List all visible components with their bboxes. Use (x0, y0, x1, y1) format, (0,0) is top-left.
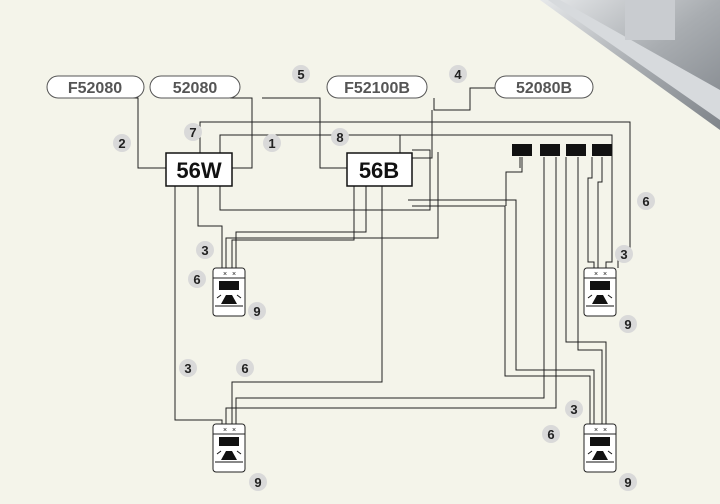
callout-9: 9 (248, 302, 266, 320)
svg-text:9: 9 (624, 475, 631, 490)
callout-5: 5 (292, 65, 310, 83)
svg-text:6: 6 (241, 361, 248, 376)
background-metal-panel (540, 0, 720, 130)
control-box-56w-text: 56W (176, 158, 221, 183)
svg-text:6: 6 (193, 272, 200, 287)
strobe-light-icon (583, 423, 617, 473)
strobe-light-icon (212, 423, 246, 473)
callout-markers: 5 4 7 2 1 8 6 3 6 3 9 9 3 6 3 6 9 9 (113, 65, 655, 491)
control-box-56b: 56B (346, 152, 413, 187)
callout-9: 9 (249, 473, 267, 491)
callout-7: 7 (184, 123, 202, 141)
svg-text:1: 1 (268, 136, 275, 151)
svg-text:3: 3 (184, 361, 191, 376)
part-label-52080b-text: 52080B (516, 80, 572, 97)
callout-2: 2 (113, 134, 131, 152)
svg-text:6: 6 (642, 194, 649, 209)
part-label-f52080-text: F52080 (68, 80, 122, 97)
callout-6: 6 (542, 425, 560, 443)
svg-text:2: 2 (118, 136, 125, 151)
strobe-light-icon (212, 267, 246, 317)
part-label-52080: 52080 (149, 75, 241, 99)
svg-text:9: 9 (253, 304, 260, 319)
part-label-f52100b: F52100B (326, 75, 428, 99)
callout-9: 9 (619, 315, 637, 333)
svg-text:9: 9 (254, 475, 261, 490)
callout-1: 1 (263, 134, 281, 152)
svg-text:7: 7 (189, 125, 196, 140)
control-box-56b-text: 56B (359, 158, 399, 183)
callout-3: 3 (179, 359, 197, 377)
part-label-52080b: 52080B (494, 75, 594, 99)
svg-text:8: 8 (336, 130, 343, 145)
callout-8: 8 (331, 128, 349, 146)
part-label-f52100b-text: F52100B (344, 80, 410, 97)
strobe-light-icon (583, 267, 617, 317)
callout-4: 4 (449, 65, 467, 83)
callout-9: 9 (619, 473, 637, 491)
callout-6: 6 (236, 359, 254, 377)
wiring (95, 87, 631, 430)
callout-3: 3 (565, 400, 583, 418)
svg-text:5: 5 (297, 67, 304, 82)
part-label-f52080: F52080 (46, 75, 145, 99)
svg-text:4: 4 (454, 67, 462, 82)
svg-text:3: 3 (201, 243, 208, 258)
control-box-56w: 56W (165, 152, 233, 187)
svg-text:6: 6 (547, 427, 554, 442)
callout-3: 3 (196, 241, 214, 259)
callout-6: 6 (188, 270, 206, 288)
svg-text:3: 3 (620, 247, 627, 262)
part-label-52080-text: 52080 (173, 80, 218, 97)
connector-block-icon (512, 144, 612, 156)
callout-3: 3 (615, 245, 633, 263)
svg-text:3: 3 (570, 402, 577, 417)
callout-6: 6 (637, 192, 655, 210)
svg-text:9: 9 (624, 317, 631, 332)
